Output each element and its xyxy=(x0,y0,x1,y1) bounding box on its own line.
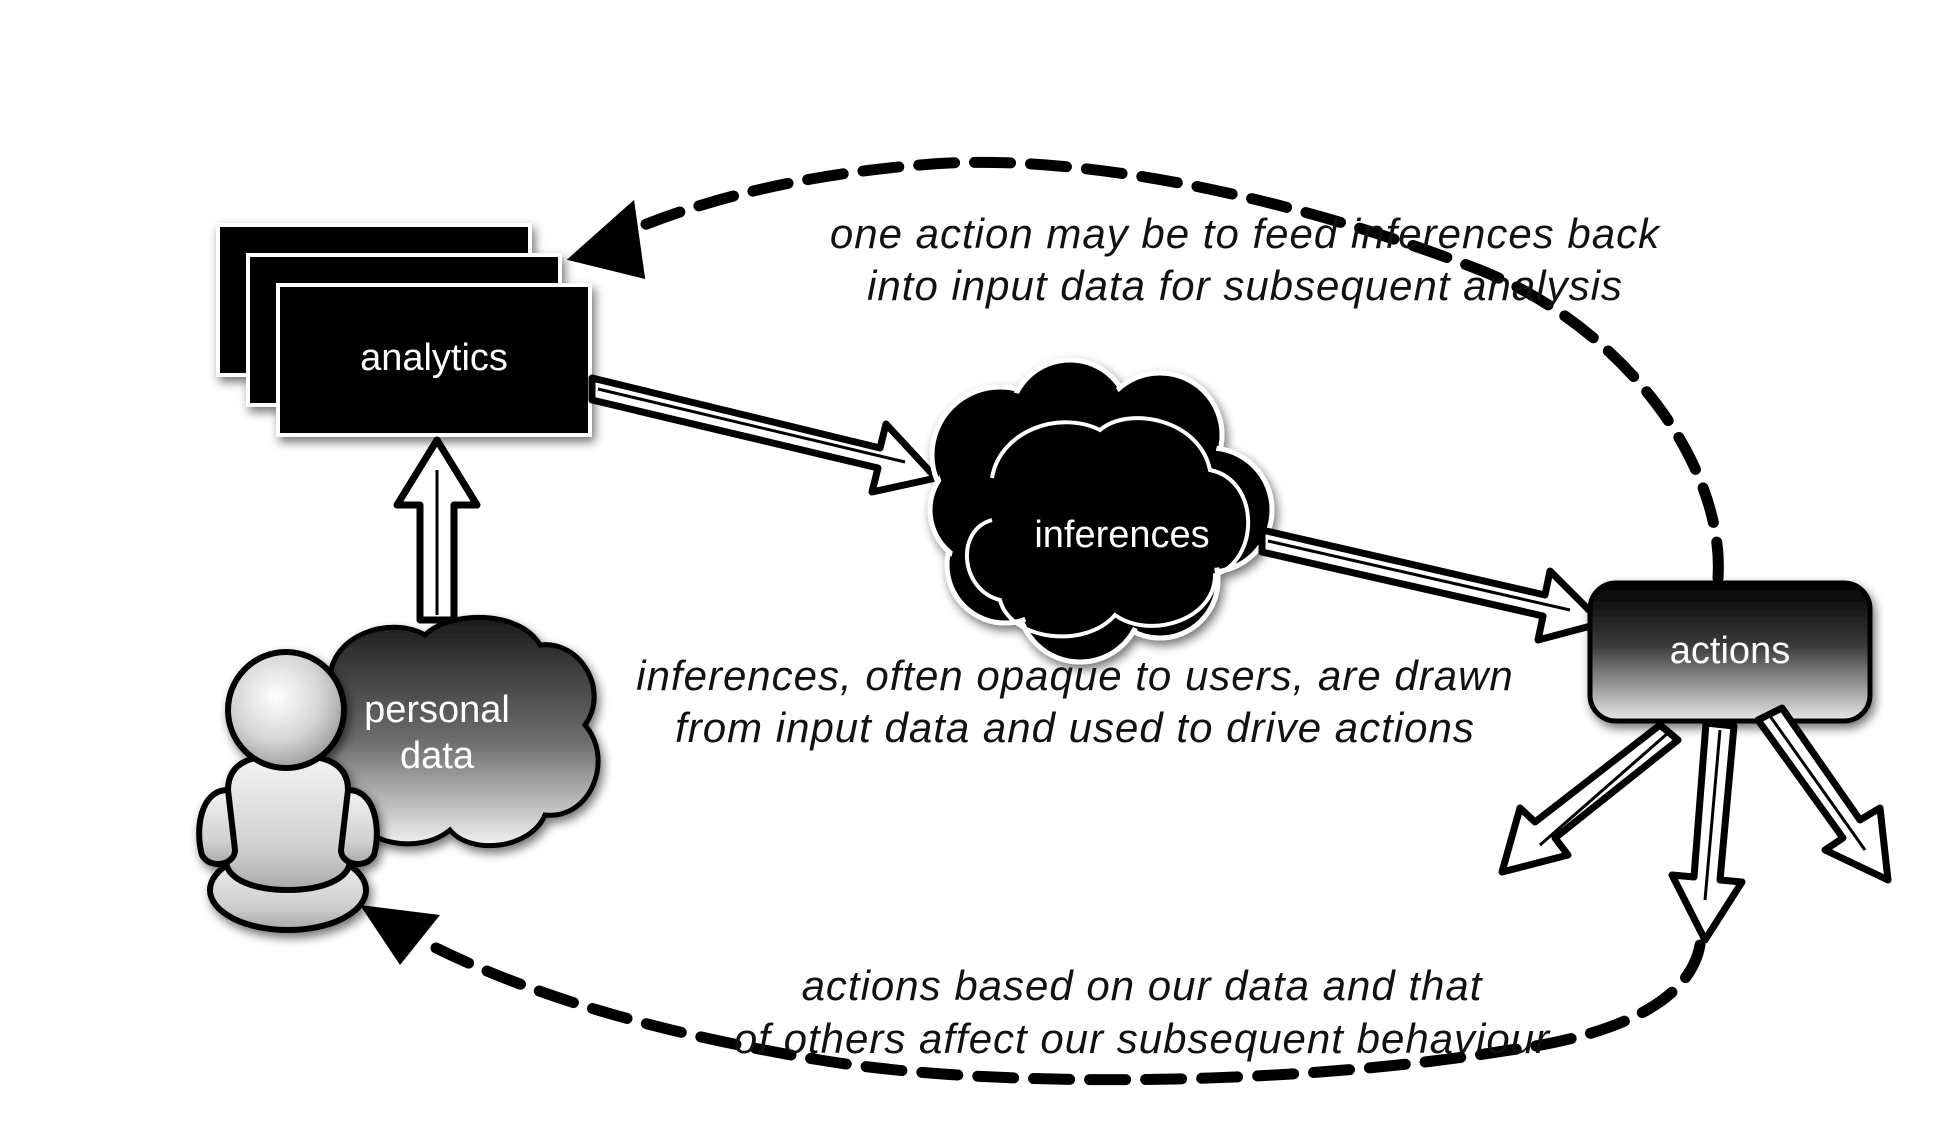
personal-data-label-line2: data xyxy=(400,735,475,777)
analytics-label: analytics xyxy=(360,337,508,379)
feedback-caption-line1: one action may be to feed inferences bac… xyxy=(830,210,1661,257)
inferences-caption-line2: from input data and used to drive action… xyxy=(675,704,1475,751)
behaviour-loop-arrow xyxy=(360,905,1706,1086)
arrow-actions-out-left xyxy=(1498,721,1682,876)
arrow-analytics-to-inferences xyxy=(588,374,940,496)
inferences-caption-line1: inferences, often opaque to users, are d… xyxy=(636,652,1514,699)
behaviour-caption-line2: of others affect our subsequent behaviou… xyxy=(734,1015,1551,1062)
arrow-actions-out-center xyxy=(1668,719,1746,944)
behaviour-caption-line1: actions based on our data and that xyxy=(802,962,1484,1009)
arrow-actions-out-right xyxy=(1754,704,1892,884)
actions-label: actions xyxy=(1670,630,1790,672)
person-icon xyxy=(196,649,380,933)
actions-node xyxy=(1587,580,1873,724)
arrow-inferences-to-actions xyxy=(1258,526,1606,644)
arrow-data-to-analytics xyxy=(393,436,481,624)
inferences-label: inferences xyxy=(1034,514,1209,556)
personal-data-label-line1: personal xyxy=(364,689,510,731)
cloud-icon xyxy=(927,357,1275,665)
analytics-node xyxy=(216,223,592,437)
feedback-caption-line2: into input data for subsequent analysis xyxy=(867,262,1623,309)
feedback-loop-arrow xyxy=(566,156,1724,584)
